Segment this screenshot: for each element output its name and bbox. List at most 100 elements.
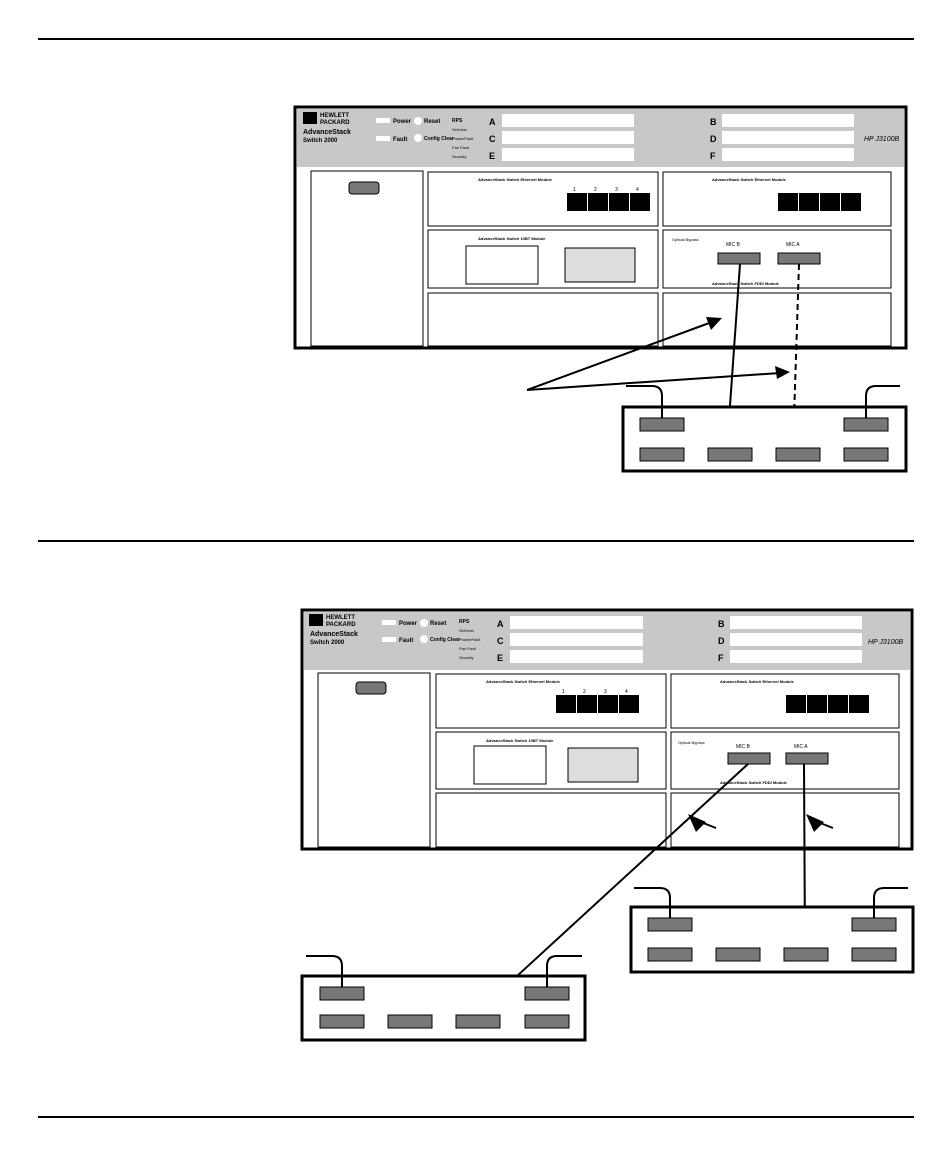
callout-line-1-2 xyxy=(697,820,717,829)
slot-d-letter-2: D xyxy=(718,636,725,646)
arrow-head-2-icon-2 xyxy=(806,814,824,832)
status-fanfault: Fan Fault xyxy=(452,145,470,150)
rj45-port-icon-2 xyxy=(567,747,639,783)
mic-a-port-icon-2 xyxy=(785,752,829,765)
slot-f-letter: F xyxy=(710,151,716,161)
hp-logo-icon-2 xyxy=(309,614,323,626)
concentrator-box-right xyxy=(629,905,915,974)
concentrator-ports-right xyxy=(647,917,897,962)
arrow-head-2-icon xyxy=(775,366,790,379)
mic-b-label: MIC B xyxy=(726,242,741,248)
slot-b-letter: B xyxy=(710,117,717,127)
module-name-2: AdvanceStack Switch Ethernet Module xyxy=(712,177,787,182)
slot-a-bar xyxy=(502,114,634,127)
reset-button-icon xyxy=(414,117,422,125)
ethernet-ports-right-2 xyxy=(786,695,869,713)
status-selftest: Self-test xyxy=(452,127,468,132)
slot-c-letter: C xyxy=(489,134,496,144)
module-mid-right-2 xyxy=(670,731,900,790)
reset-label: Reset xyxy=(424,119,440,125)
module-bottom-right-2 xyxy=(670,792,900,848)
module-bottom-left xyxy=(427,292,659,347)
fault-led-icon-2 xyxy=(382,637,396,642)
callout-line-1 xyxy=(526,321,713,391)
concentrator-ports xyxy=(639,417,889,462)
bottom-rule xyxy=(38,1116,914,1118)
config-label: Config Clear xyxy=(424,136,454,142)
hp-logo-icon xyxy=(303,112,317,124)
mic-b-label-2: MIC B xyxy=(736,744,751,750)
middle-rule xyxy=(38,540,914,542)
port-2-label-2: 2 xyxy=(583,689,586,695)
optical-label-2: Optical Bypass xyxy=(678,740,705,745)
slot-b-bar xyxy=(722,114,854,127)
module-name-4-2: AdvanceStack Switch FDDI Module xyxy=(720,780,788,785)
module-name-3-2: AdvanceStack Switch 10BT Module xyxy=(486,738,554,743)
ethernet-ports-left xyxy=(567,193,650,211)
config-button-icon xyxy=(414,134,422,142)
mic-a-label: MIC A xyxy=(786,242,800,248)
slot-a-bar-2 xyxy=(510,616,643,629)
slot-a-letter: A xyxy=(489,117,496,127)
loop-cable-left xyxy=(626,385,663,418)
fault-label-2: Fault xyxy=(399,638,413,644)
brand-line2-2: PACKARD xyxy=(326,622,356,628)
power-led-icon xyxy=(376,118,390,123)
module-mid-right xyxy=(662,229,892,289)
mic-a-port-icon xyxy=(777,252,821,265)
slot-e-bar-2 xyxy=(510,650,643,663)
optical-label: Optical Bypass xyxy=(672,237,699,242)
config-button-icon-2 xyxy=(420,635,428,643)
port-1-label: 1 xyxy=(573,187,576,193)
slot-a-letter-2: A xyxy=(497,619,504,629)
slot-f-bar xyxy=(722,148,854,161)
module-name-4: AdvanceStack Switch FDDI Module xyxy=(712,281,780,286)
console-panel-2 xyxy=(317,672,431,848)
config-label-2: Config Clear xyxy=(430,637,460,643)
slot-c-letter-2: C xyxy=(497,636,504,646)
slot-b-bar-2 xyxy=(730,616,862,629)
port-3-label: 3 xyxy=(615,187,618,193)
module-name-1-2: AdvanceStack Switch Ethernet Module xyxy=(486,679,561,684)
rj45-port-icon xyxy=(564,247,636,283)
reset-label-2: Reset xyxy=(430,621,446,627)
figure-2-diagram: HEWLETT PACKARD AdvanceStack Switch 2000… xyxy=(300,608,915,1042)
module-name-1: AdvanceStack Switch Ethernet Module xyxy=(478,177,553,182)
power-label-2: Power xyxy=(399,621,418,627)
slot-e-bar xyxy=(502,148,634,161)
slot-c-bar-2 xyxy=(510,633,643,646)
port-4-label: 4 xyxy=(636,187,639,193)
mic-a-label-2: MIC A xyxy=(794,744,808,750)
loop-cable-right-a xyxy=(634,887,671,918)
model-label-2: HP J3100B xyxy=(868,639,903,646)
console-port-icon xyxy=(348,181,380,195)
brand-line1: HEWLETT xyxy=(320,113,349,119)
product-line1: AdvanceStack xyxy=(303,129,351,136)
ethernet-ports-right xyxy=(778,193,861,211)
status-rps: RPS xyxy=(452,118,463,124)
status-rps-2: RPS xyxy=(459,619,470,625)
console-panel xyxy=(310,170,424,347)
port-3-label-2: 3 xyxy=(604,689,607,695)
ethernet-ports-left-2 xyxy=(556,695,639,713)
power-led-icon-2 xyxy=(382,620,396,625)
fault-led-icon xyxy=(376,136,390,141)
slot-d-letter: D xyxy=(710,134,717,144)
brand-line1-2: HEWLETT xyxy=(326,615,355,621)
callout-line-2-2 xyxy=(814,820,834,829)
arrow-head-1-icon xyxy=(706,317,722,330)
product-line2-2: Switch 2000 xyxy=(310,640,345,646)
model-label: HP J3100B xyxy=(864,136,899,143)
mic-b-port-icon-2 xyxy=(727,752,771,765)
loop-cable-left-a xyxy=(306,955,343,987)
bnc-panel-2 xyxy=(473,745,547,785)
cable-to-left-concentrator xyxy=(479,763,749,1011)
slot-d-bar-2 xyxy=(730,633,862,646)
slot-e-letter: E xyxy=(489,151,495,161)
power-label: Power xyxy=(393,119,412,125)
product-line2: Switch 2000 xyxy=(303,138,338,144)
arrow-head-1-icon-2 xyxy=(688,814,706,832)
fault-label: Fault xyxy=(393,137,407,143)
port-1-label-2: 1 xyxy=(562,689,565,695)
brand-line2: PACKARD xyxy=(320,120,350,126)
